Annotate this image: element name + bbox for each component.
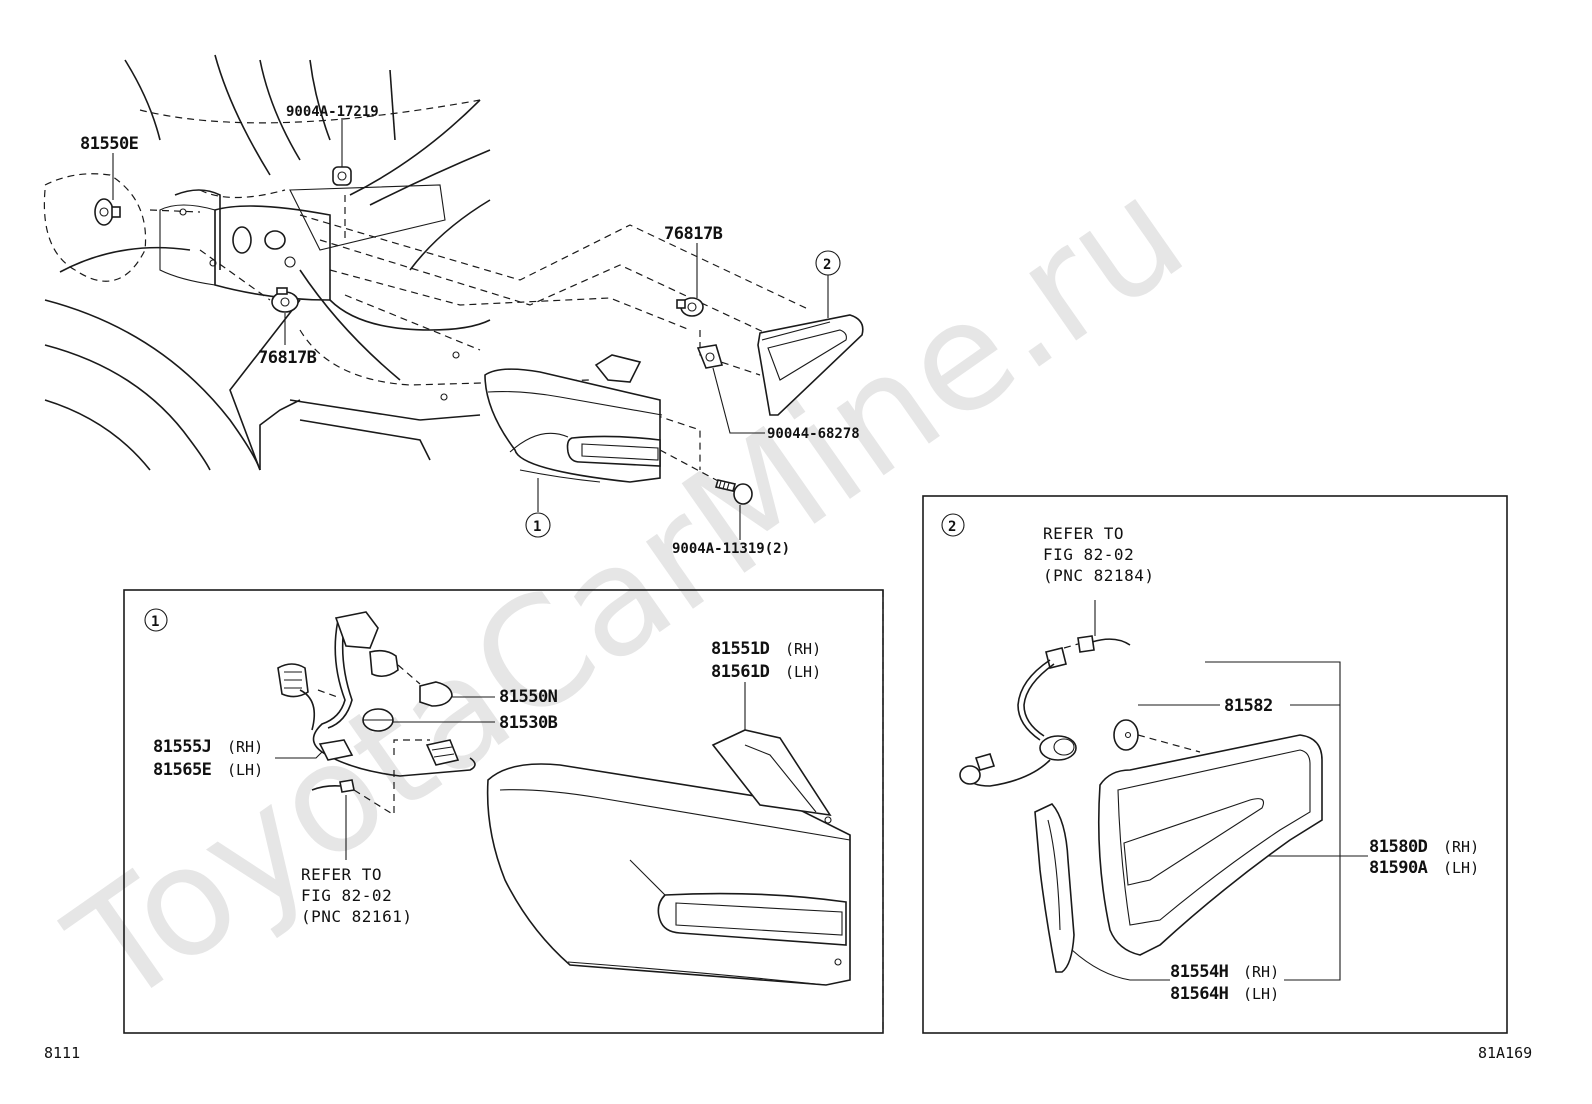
clip-90044-68278 <box>696 344 724 369</box>
gasket-81554h <box>1034 803 1075 973</box>
nut-9004a-17219 <box>332 166 352 186</box>
label-81590a-side: (LH) <box>1443 859 1479 877</box>
socket-harness <box>959 600 1131 787</box>
refer2-line-3: (PNC 82184) <box>1043 566 1154 585</box>
label-76817b-left: 76817B <box>258 348 317 368</box>
clip-76817b-left <box>271 287 299 313</box>
label-81561d: 81561D <box>711 662 770 682</box>
main-fasteners <box>94 166 753 505</box>
label-81565e-side: (LH) <box>227 761 263 779</box>
label-81530b: 81530B <box>499 713 558 733</box>
label-81580d: 81580D <box>1369 837 1428 857</box>
lamp-inner-detail <box>1097 734 1323 956</box>
page-code-left: 8111 <box>44 1044 80 1062</box>
callout-2-main: 2 <box>815 250 841 276</box>
label-81555j: 81555J <box>153 737 211 757</box>
label-81550e: 81550E <box>80 134 139 154</box>
label-81551d: 81551D <box>711 639 770 659</box>
bulb-81550n <box>419 681 453 707</box>
label-81561d-side: (LH) <box>785 663 821 681</box>
refer-line-3: (PNC 82161) <box>301 907 412 926</box>
main-leader-lines <box>112 118 829 540</box>
label-81590a: 81590A <box>1369 858 1428 878</box>
page-code-right: 81A169 <box>1478 1044 1532 1062</box>
svg-text:1: 1 <box>151 614 159 630</box>
label-90044-68278: 90044-68278 <box>767 426 860 442</box>
callout-2-detail: 2 <box>941 513 965 537</box>
svg-text:1: 1 <box>533 519 541 535</box>
refer-line-2: FIG 82-02 <box>301 886 392 905</box>
screw-9004a-11319 <box>715 479 753 505</box>
svg-text:2: 2 <box>948 519 956 535</box>
label-81564h: 81564H <box>1170 984 1229 1004</box>
lamp-inner-main <box>757 314 864 416</box>
clip-81550e <box>94 198 121 226</box>
label-81565e: 81565E <box>153 760 212 780</box>
label-81554h-side: (RH) <box>1243 963 1279 981</box>
label-81564h-side: (LH) <box>1243 985 1279 1003</box>
label-81551d-side: (RH) <box>785 640 821 658</box>
clip-76817b-top <box>676 297 704 317</box>
lamp-outer-main <box>484 354 663 483</box>
main-labels: 81550E 9004A-17219 76817B 76817B 90044-6… <box>80 104 860 557</box>
label-81580d-side: (RH) <box>1443 838 1479 856</box>
label-81550n: 81550N <box>499 687 558 707</box>
label-81555j-side: (RH) <box>227 738 263 756</box>
refer-line-1: REFER TO <box>301 865 382 884</box>
bulb-81530b <box>362 708 394 732</box>
label-81554h: 81554H <box>1170 962 1229 982</box>
label-76817b-top: 76817B <box>664 224 723 244</box>
callout-1-main: 1 <box>525 512 551 538</box>
callout-1-detail: 1 <box>144 608 168 632</box>
label-9004a-17219: 9004A-17219 <box>286 104 379 120</box>
body-structure <box>44 54 491 471</box>
label-81582: 81582 <box>1224 696 1273 716</box>
harness-81555j <box>277 611 476 793</box>
main-dashed-leaders <box>43 99 811 491</box>
grommet-81582 <box>1113 719 1139 751</box>
label-9004a-11319: 9004A-11319(2) <box>672 541 790 557</box>
detail-box-1: 1 <box>123 589 884 1034</box>
svg-text:2: 2 <box>823 257 831 273</box>
lamp-outer-detail <box>486 729 851 986</box>
refer2-line-2: FIG 82-02 <box>1043 545 1134 564</box>
refer2-line-1: REFER TO <box>1043 524 1124 543</box>
detail-box-2: 2 REFER TO FIG 82-02 (PNC 82184) <box>922 495 1508 1034</box>
